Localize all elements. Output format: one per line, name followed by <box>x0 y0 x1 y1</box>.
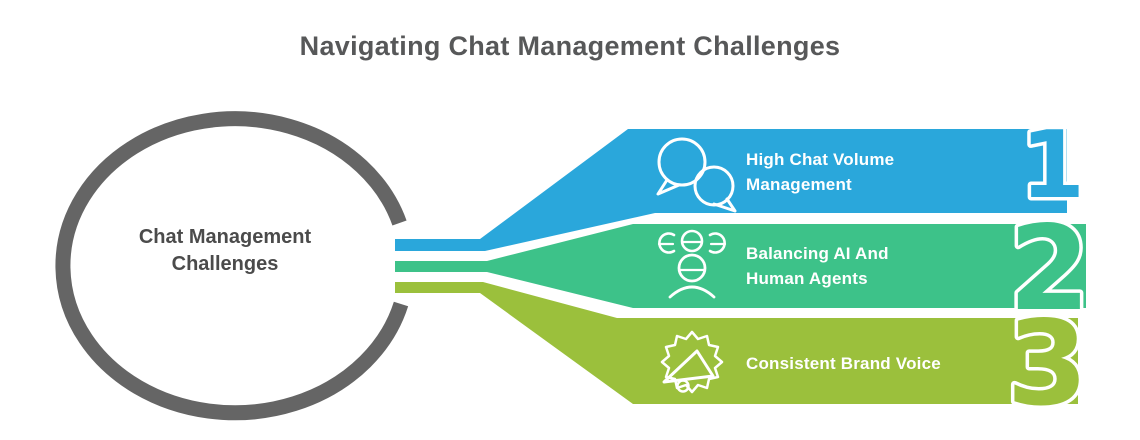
step-number-3: 3 <box>1007 295 1088 432</box>
circle-label-line: Management <box>188 226 312 248</box>
banner-label-1: High Chat Volume Management <box>746 147 894 197</box>
banner-label-line: Human Agents <box>746 269 868 288</box>
banner-label-line: Consistent Brand Voice <box>746 354 941 373</box>
circle-label-line: Challenges <box>171 253 279 275</box>
chat-bubbles-icon <box>656 137 737 213</box>
step-number-1: 1 <box>1020 111 1085 219</box>
banner-label-2: Balancing AI And Human Agents <box>746 241 889 291</box>
team-icon <box>657 229 727 299</box>
banner-label-line: Balancing AI And <box>746 244 889 263</box>
banner-label-line: Management <box>746 175 852 194</box>
circle-label-line: Chat <box>138 226 184 248</box>
ribbon-step-3 <box>395 282 1078 404</box>
challenge-circle <box>55 111 409 421</box>
circle-label: Chat Management Challenges <box>125 224 325 278</box>
megaphone-starburst-icon <box>660 330 724 394</box>
banner-label-3: Consistent Brand Voice <box>746 351 941 376</box>
page-title: Navigating Chat Management Challenges <box>299 31 841 61</box>
ribbon-step-1 <box>395 129 1067 251</box>
step-number-2: 2 <box>1009 200 1090 337</box>
ribbon-step-2 <box>395 224 1086 308</box>
banner-label-line: High Chat Volume <box>746 150 895 169</box>
